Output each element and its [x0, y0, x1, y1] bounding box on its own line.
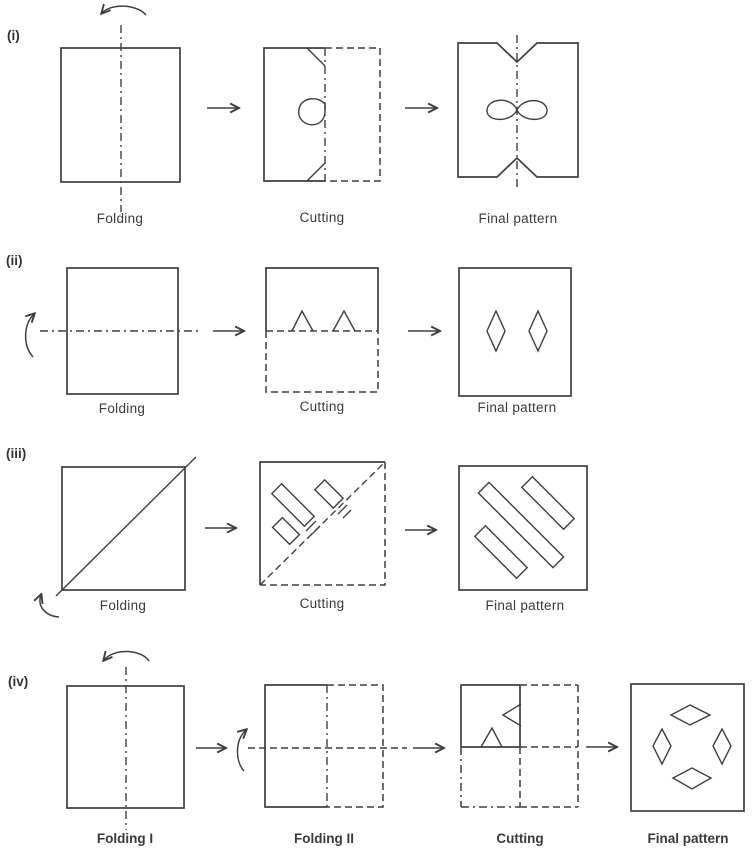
- diamond-cutout: [712, 727, 732, 766]
- triangle-cut: [291, 309, 314, 332]
- caption-cutting: Cutting: [496, 831, 544, 846]
- slit-tick: [305, 520, 321, 536]
- row-iii-folding-figure: [40, 456, 197, 618]
- folded-quarter-solid: [460, 684, 520, 747]
- slit-cut: [271, 516, 301, 546]
- caption-folding: Folding: [99, 598, 147, 613]
- row-i-final-figure: [457, 35, 579, 187]
- caption-cutting: Cutting: [299, 210, 345, 225]
- fold-arrow-icon: [40, 595, 60, 618]
- row-label-ii: (ii): [6, 253, 23, 268]
- row-iv-folding1-figure: [66, 650, 185, 830]
- folded-paper-solid: [259, 461, 385, 585]
- unfolded-quarter-dashdot: [460, 747, 520, 808]
- figure-eight-cutout: [486, 99, 548, 121]
- folded-paper-solid: [263, 47, 325, 182]
- strip-cutout: [477, 481, 565, 569]
- row-ii-folding-figure: [24, 267, 198, 395]
- row-label-iv: (iv): [8, 674, 29, 689]
- notched-paper: [457, 42, 579, 178]
- caption-final-pattern: Final pattern: [647, 831, 729, 846]
- caption-folding: Folding: [98, 401, 146, 416]
- row-ii-cutting-figure: [265, 267, 379, 393]
- diamond-cutout: [528, 309, 548, 353]
- row-i-cutting-figure: [263, 47, 381, 182]
- paper-square: [630, 683, 745, 812]
- diamond-cutout: [669, 704, 712, 726]
- caption-final-pattern: Final pattern: [478, 211, 558, 226]
- row-ii-final-figure: [458, 267, 572, 397]
- caption-final-pattern: Final pattern: [485, 598, 565, 613]
- triangle-cut: [501, 703, 522, 727]
- diagonal-fold-line: [55, 456, 197, 597]
- fold-arrow-icon: [24, 314, 34, 358]
- unfolded-half-dashed: [327, 684, 384, 808]
- row-iii-final-figure: [458, 465, 588, 591]
- slit-cut: [313, 478, 345, 510]
- row-iii-cutting-figure: [259, 461, 386, 586]
- paper-square: [458, 465, 588, 591]
- folded-paper-solid: [265, 267, 379, 331]
- corner-cut-top: [306, 47, 326, 67]
- triangle-cut: [480, 726, 503, 748]
- unfolded-half-dashed: [265, 331, 379, 393]
- corner-cut-bottom: [306, 162, 326, 182]
- caption-folding-1: Folding I: [96, 831, 154, 846]
- teardrop-cut: [298, 98, 326, 126]
- row-iv-cutting-figure: [460, 684, 579, 808]
- row-label-iii: (iii): [6, 446, 27, 461]
- fold-arrow-icon: [104, 650, 150, 661]
- unfolded-half-dashed: [325, 47, 381, 182]
- folded-paper-solid: [264, 684, 327, 808]
- strip-cutout: [520, 475, 576, 531]
- row-i-folding-figure: [60, 6, 181, 212]
- paper-square: [458, 267, 572, 397]
- row-iv-folding2-figure: [236, 684, 407, 808]
- caption-final-pattern: Final pattern: [477, 400, 557, 415]
- diagonal-fold-line: [259, 461, 386, 586]
- strip-cutout: [473, 524, 529, 580]
- diamond-cutout: [486, 309, 506, 353]
- slit-cut: [270, 482, 316, 528]
- slit-tick: [337, 504, 352, 519]
- fold-arrow-icon: [236, 730, 246, 772]
- row-iv-final-figure: [630, 683, 745, 812]
- fold-arrow-icon: [102, 6, 147, 16]
- triangle-cut: [332, 309, 356, 332]
- caption-cutting: Cutting: [299, 596, 345, 611]
- row-label-i: (i): [7, 28, 20, 43]
- caption-cutting: Cutting: [299, 399, 345, 414]
- caption-folding-2: Folding II: [294, 831, 354, 846]
- caption-folding: Folding: [96, 211, 144, 226]
- unfolded-half-dashed: [260, 462, 386, 586]
- diamond-cutout: [652, 727, 672, 766]
- paper-square: [61, 466, 186, 591]
- diamond-cutout: [671, 767, 713, 790]
- unfolded-quarters-dashed: [519, 684, 579, 808]
